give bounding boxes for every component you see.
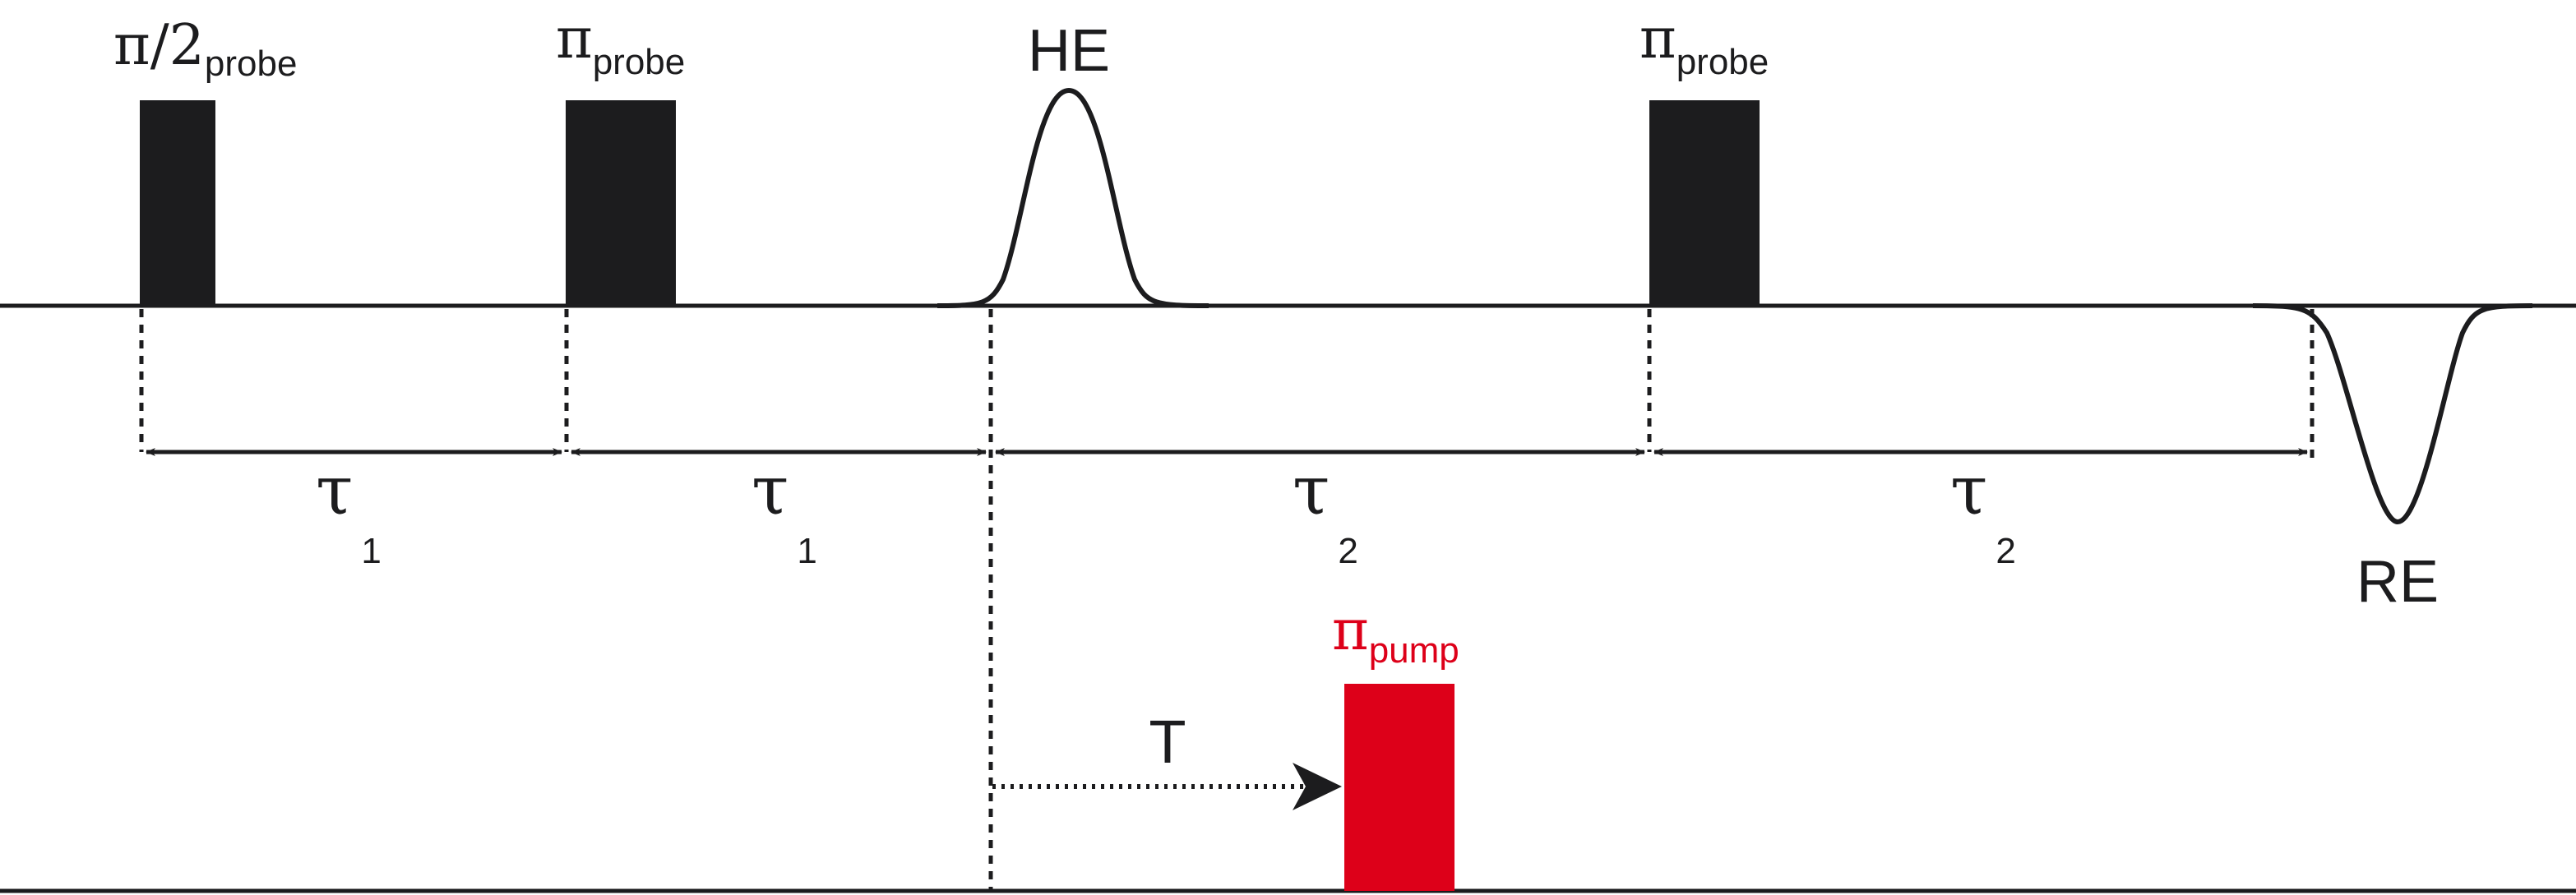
- label-tau1-b: τ1: [752, 452, 817, 571]
- label-subscript: 1: [797, 531, 816, 571]
- probe-pulse-pi-second: [1649, 100, 1760, 307]
- label-tau2-a: τ2: [1293, 452, 1358, 571]
- label-subscript: 1: [361, 531, 381, 571]
- label-subscript: probe: [1676, 42, 1769, 82]
- refocused-echo-signal: [2252, 303, 2533, 525]
- label-symbol: τ: [316, 452, 353, 530]
- label-tau2-b: τ2: [1950, 452, 2016, 571]
- label-subscript: probe: [593, 42, 686, 82]
- label-subscript: 2: [1996, 531, 2015, 571]
- label-symbol: π: [1332, 598, 1369, 663]
- hahn-echo-signal: [937, 87, 1209, 308]
- probe-pulse-pi-first: [566, 100, 676, 307]
- label-symbol: π: [556, 7, 593, 72]
- label-subscript: probe: [205, 44, 298, 84]
- label-delay-T: T: [1149, 708, 1186, 776]
- label-hahn-echo: HE: [1028, 18, 1110, 84]
- label-symbol: π/2: [113, 13, 205, 78]
- delay-arrow-T-head: [1293, 763, 1342, 810]
- label-probe-pi-half: π/2probe: [113, 13, 297, 84]
- label-refocused-echo: RE: [2356, 549, 2439, 615]
- label-subscript: 2: [1338, 531, 1357, 571]
- pump-pulse-pi: [1344, 684, 1454, 891]
- label-subscript: pump: [1369, 630, 1459, 671]
- label-symbol: τ: [1293, 452, 1330, 530]
- label-probe-pi-second: πprobe: [1639, 7, 1769, 82]
- label-symbol: τ: [752, 452, 789, 530]
- label-symbol: π: [1639, 7, 1676, 72]
- label-tau1-a: τ1: [316, 452, 382, 571]
- label-pump-pi: πpump: [1332, 598, 1459, 671]
- label-probe-pi-first: πprobe: [556, 7, 685, 82]
- probe-pulse-pi-half: [140, 100, 215, 307]
- label-symbol: τ: [1950, 452, 1987, 530]
